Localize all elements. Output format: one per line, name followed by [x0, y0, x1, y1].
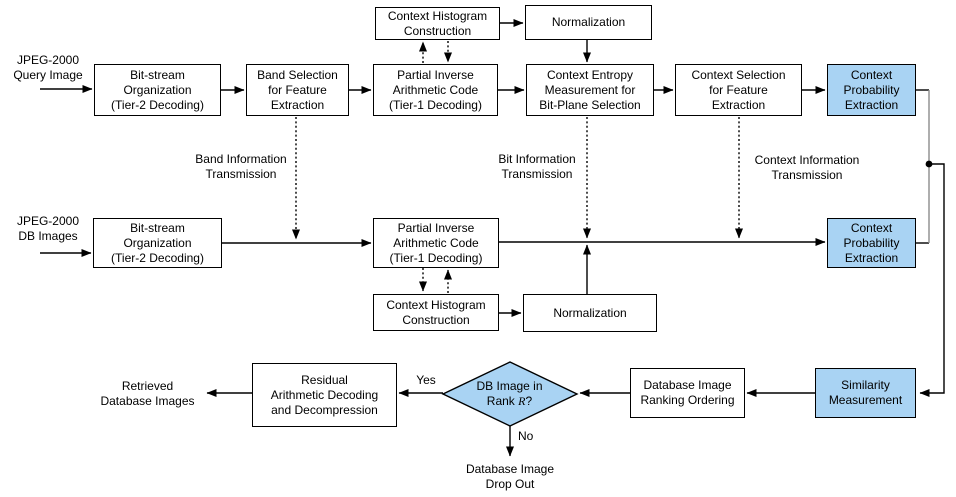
node-context-histogram-db: Context Histogram Construction — [373, 294, 499, 331]
node-normalization-query: Normalization — [525, 5, 652, 40]
node-context-histogram-query: Context Histogram Construction — [375, 7, 500, 40]
label-retrieved-images: Retrieved Database Images — [100, 379, 195, 408]
decision-line1: DB Image in — [476, 379, 543, 393]
node-context-probability-db: Context Probability Extraction — [827, 218, 916, 268]
decision-line2: Rank R? — [487, 394, 532, 409]
node-band-selection: Band Selection for Feature Extraction — [246, 64, 349, 116]
label-bit-information: Bit Information Transmission — [498, 152, 576, 181]
node-bitstream-organization-db: Bit-stream Organization (Tier-2 Decoding… — [93, 218, 222, 268]
node-normalization-db: Normalization — [523, 294, 657, 332]
label-db-input: JPEG-2000 DB Images — [16, 214, 80, 243]
label-context-information: Context Information Transmission — [754, 153, 860, 182]
node-partial-inverse-db: Partial Inverse Arithmetic Code (Tier-1 … — [373, 218, 499, 268]
node-rank-decision-label: DB Image in Rank R? — [442, 362, 577, 426]
label-band-information: Band Information Transmission — [195, 152, 287, 181]
label-drop-out: Database Image Drop Out — [465, 462, 555, 491]
node-database-ranking: Database Image Ranking Ordering — [630, 368, 745, 418]
node-context-entropy: Context Entropy Measurement for Bit-Plan… — [526, 64, 654, 116]
label-query-input: JPEG-2000 Query Image — [13, 53, 83, 82]
decision-rank-prefix: Rank — [486, 394, 519, 408]
node-residual-decoding: Residual Arithmetic Decoding and Decompr… — [252, 363, 397, 427]
label-yes: Yes — [416, 373, 436, 387]
decision-rank-suffix: ? — [525, 394, 533, 408]
node-bitstream-organization-query: Bit-stream Organization (Tier-2 Decoding… — [94, 64, 221, 116]
junction-dot — [925, 160, 933, 168]
node-context-selection: Context Selection for Feature Extraction — [675, 64, 802, 116]
node-partial-inverse-query: Partial Inverse Arithmetic Code (Tier-1 … — [373, 64, 498, 116]
node-context-probability-query: Context Probability Extraction — [827, 64, 916, 116]
label-no: No — [518, 429, 534, 443]
node-similarity-measurement: Similarity Measurement — [815, 368, 916, 418]
decision-rank-variable: R — [518, 394, 526, 408]
